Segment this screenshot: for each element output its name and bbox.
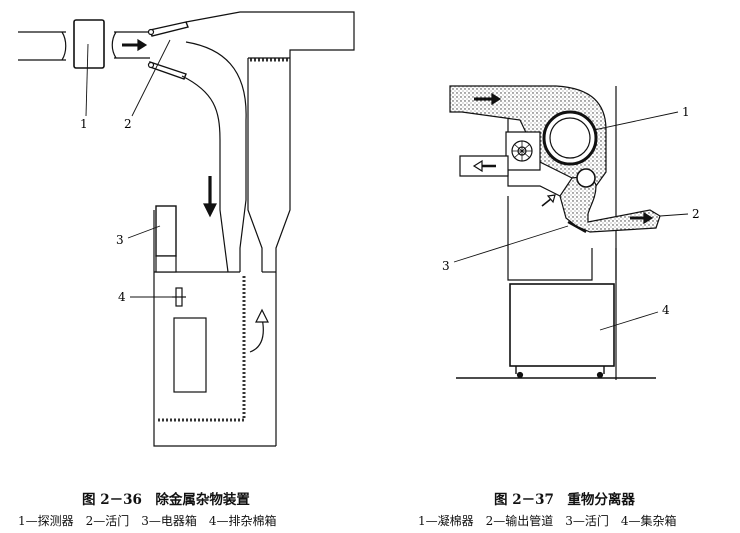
left-label-1: 1 — [80, 117, 88, 131]
right-label-2: 2 — [692, 207, 700, 221]
flow-arrow-small — [541, 194, 556, 207]
heavy-object-separator-diagram — [449, 85, 689, 380]
inlet-arrow — [474, 92, 502, 106]
metal-removal-device-diagram — [18, 11, 355, 447]
electrical-box — [155, 205, 177, 273]
left-figure-caption: 图 2－36 除金属杂物装置 — [82, 492, 250, 508]
airflow-arrow-down — [203, 176, 217, 218]
output-arrow — [630, 211, 654, 225]
right-label-3: 3 — [442, 259, 450, 273]
main-body — [153, 58, 291, 447]
airflow-arrow-right — [122, 38, 148, 52]
connecting-pipe — [111, 31, 150, 59]
leader-lines — [85, 39, 176, 298]
left-label-4: 4 — [118, 290, 126, 304]
waste-box-window — [173, 317, 207, 393]
exhaust-duct — [459, 155, 509, 177]
left-figure-legend: 1—探测器 2—活门 3—电器箱 4—排杂棉箱 — [18, 514, 277, 528]
inlet-pipe — [18, 31, 67, 61]
right-figure-legend: 1—凝棉器 2—输出管道 3—活门 4—集杂箱 — [418, 514, 677, 528]
right-figure-caption: 图 2－37 重物分离器 — [494, 492, 635, 508]
flap-valve — [567, 221, 587, 233]
airflow-arrow-up — [249, 308, 269, 353]
right-label-1: 1 — [682, 105, 690, 119]
dotted-screen — [158, 58, 288, 422]
discharge-chute — [559, 176, 661, 233]
upper-housing — [185, 11, 355, 59]
flap-valve — [147, 21, 189, 80]
left-label-2: 2 — [124, 117, 132, 131]
condenser-drum — [542, 110, 598, 166]
right-label-4: 4 — [662, 303, 670, 317]
collection-box — [509, 283, 615, 379]
fan-icon — [505, 131, 541, 171]
downward-duct — [181, 41, 247, 273]
left-label-3: 3 — [116, 233, 124, 247]
rotary-valve — [576, 168, 596, 188]
leader-lines — [453, 111, 689, 331]
detector-box — [73, 19, 105, 69]
